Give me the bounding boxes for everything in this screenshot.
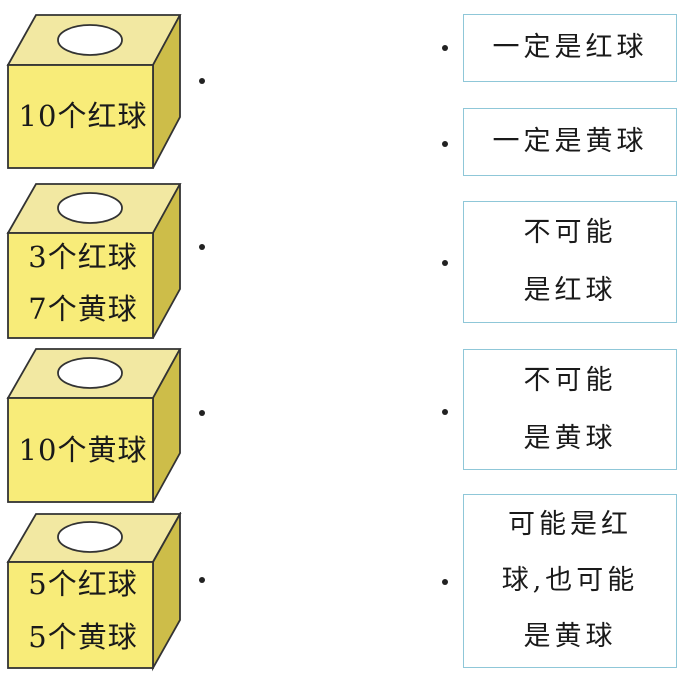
answer-4-connect-dot[interactable]	[442, 409, 448, 415]
box-4-connect-dot[interactable]	[199, 577, 205, 583]
box-4-label-line-2: 5个黄球	[28, 620, 138, 654]
box-2-connect-dot[interactable]	[199, 244, 205, 250]
ball-box-1	[6, 14, 182, 169]
answer-5-connect-dot[interactable]	[442, 579, 448, 585]
box-2-label-line-1: 3个红球	[28, 240, 138, 274]
answer-box-2[interactable]: 一定是黄球	[463, 108, 677, 176]
ball-box-4	[6, 512, 182, 672]
answer-3-text-line-1: 不可能	[523, 217, 617, 248]
box-4-label-line-1: 5个红球	[28, 567, 138, 601]
box-3-connect-dot[interactable]	[199, 410, 205, 416]
answer-box-5[interactable]: 可能是红 球,也可能 是黄球	[463, 494, 677, 668]
answer-4-text-line-2: 是黄球	[523, 422, 617, 454]
answer-3-connect-dot[interactable]	[442, 260, 448, 266]
box-1-connect-dot[interactable]	[199, 78, 205, 84]
answer-1-connect-dot[interactable]	[442, 45, 448, 51]
box-opening-hole	[57, 357, 123, 389]
answer-1-text: 一定是红球	[492, 32, 648, 63]
box-opening-hole	[57, 24, 123, 56]
ball-box-2	[6, 183, 182, 339]
answer-5-text-line-1: 可能是红	[508, 509, 632, 540]
box-opening-hole	[57, 192, 123, 224]
answer-3-text-line-2: 是红球	[523, 275, 617, 306]
answer-box-1[interactable]: 一定是红球	[463, 14, 677, 82]
answer-2-connect-dot[interactable]	[442, 141, 448, 147]
answer-box-4[interactable]: 不可能 是黄球	[463, 349, 677, 470]
answer-5-text-line-2: 球,也可能	[501, 565, 639, 596]
box-3-label: 10个黄球	[18, 433, 148, 467]
answer-2-text: 一定是黄球	[492, 126, 648, 157]
answer-box-3[interactable]: 不可能 是红球	[463, 201, 677, 323]
box-1-label: 10个红球	[18, 99, 148, 133]
ball-box-3	[6, 348, 182, 503]
answer-4-text-line-1: 不可能	[523, 364, 617, 396]
box-2-label-line-2: 7个黄球	[28, 292, 138, 326]
answer-5-text-line-3: 是黄球	[523, 621, 617, 652]
box-opening-hole	[57, 521, 123, 553]
